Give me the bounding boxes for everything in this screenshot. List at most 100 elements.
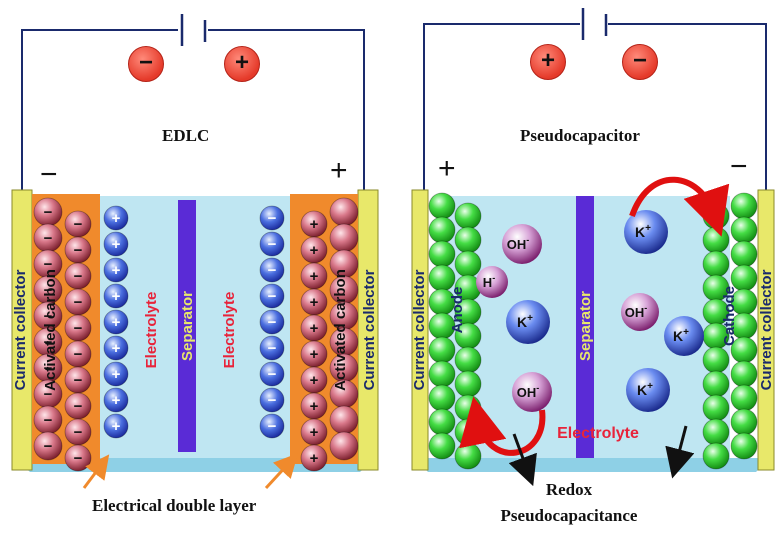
svg-text:−: − <box>44 204 53 221</box>
edlc-separator <box>178 200 196 452</box>
negative-ion: − <box>259 361 285 387</box>
anode-sphere <box>428 408 456 436</box>
svg-text:−: − <box>74 372 83 389</box>
carbon-sphere: − <box>64 418 92 446</box>
negative-ion: − <box>259 387 285 413</box>
positive-ion: + <box>103 413 129 439</box>
carbon-sphere: + <box>300 210 328 238</box>
pseudo-ion-k-1: K+ <box>506 300 550 344</box>
anode-sphere <box>454 442 482 470</box>
pseudo-battery-positive-bubble: + <box>530 44 566 80</box>
negative-ion: − <box>259 309 285 335</box>
carbon-sphere: − <box>64 392 92 420</box>
svg-text:+: + <box>310 398 319 415</box>
svg-text:−: − <box>268 262 277 279</box>
carbon-sphere: + <box>300 366 328 394</box>
carbon-sphere: + <box>300 314 328 342</box>
svg-text:+: + <box>112 392 121 409</box>
edlc-label-current-collector-left: Current collector <box>12 269 29 390</box>
pseudo-ion-k-4: K+ <box>626 368 670 412</box>
pseudo-redox-arrow-top <box>629 176 730 237</box>
pseudo-ion-k-3: K+ <box>664 316 704 356</box>
anode-sphere <box>454 250 482 278</box>
cathode-sphere <box>702 226 730 254</box>
carbon-sphere: − <box>64 262 92 290</box>
carbon-sphere: + <box>300 262 328 290</box>
svg-text:−: − <box>74 450 83 467</box>
svg-text:+: + <box>112 210 121 227</box>
cathode-sphere <box>730 408 758 436</box>
svg-text:−: − <box>268 288 277 305</box>
carbon-sphere <box>329 223 359 253</box>
carbon-sphere: − <box>64 288 92 316</box>
svg-text:+: + <box>112 366 121 383</box>
pseudo-caption-line1: Redox <box>545 480 593 499</box>
svg-text:+: + <box>112 236 121 253</box>
edlc-carbon-spheres-left: −−−−−−−−−−−−−−−−−−−− <box>33 197 92 472</box>
svg-text:+: + <box>310 320 319 337</box>
edlc-double-layer-arrow-left <box>82 454 110 489</box>
pseudo-current-collector-left <box>411 189 429 471</box>
anode-sphere <box>428 240 456 268</box>
anode-sphere <box>428 360 456 388</box>
carbon-sphere: + <box>300 418 328 446</box>
carbon-sphere: + <box>300 340 328 368</box>
pseudo-ion-oh-2: OH- <box>512 372 552 412</box>
pseudo-wire <box>423 23 767 190</box>
cathode-sphere <box>702 394 730 422</box>
edlc-label-current-collector-right: Current collector <box>361 269 378 390</box>
pseudo-label-current-collector-left: Current collector <box>411 269 428 390</box>
pseudo-label-anode: Anode <box>449 287 466 334</box>
cathode-sphere <box>702 346 730 374</box>
positive-ion: + <box>103 309 129 335</box>
cathode-sphere <box>702 250 730 278</box>
edlc-carbon-spheres-right: ++++++++++ <box>300 197 359 472</box>
pseudo-redox-pointer-left <box>508 433 537 487</box>
carbon-sphere: − <box>64 444 92 472</box>
cathode-sphere <box>702 370 730 398</box>
carbon-sphere: − <box>33 405 63 435</box>
edlc-electrode-positive-sign: + <box>330 154 348 187</box>
positive-ion: + <box>103 257 129 283</box>
svg-text:K+: K+ <box>673 327 689 344</box>
edlc-positive-ions: +++++++++ <box>103 205 129 439</box>
edlc-label-electrolyte-right: Electrolyte <box>221 292 238 369</box>
pseudo-ion-oh-3: OH- <box>621 293 659 331</box>
edlc-caption: Electrical double layer <box>92 496 257 515</box>
anode-sphere <box>428 432 456 460</box>
edlc-negative-ions: −−−−−−−−− <box>259 205 285 439</box>
anode-sphere <box>454 346 482 374</box>
positive-ion: + <box>103 387 129 413</box>
carbon-sphere: + <box>300 444 328 472</box>
svg-text:−: − <box>44 438 53 455</box>
svg-text:−: − <box>268 418 277 435</box>
cathode-sphere <box>730 192 758 220</box>
svg-text:−: − <box>44 256 53 273</box>
svg-text:+: + <box>310 268 319 285</box>
negative-ion: − <box>259 205 285 231</box>
negative-ion: − <box>259 413 285 439</box>
carbon-sphere: − <box>64 236 92 264</box>
cathode-sphere <box>702 442 730 470</box>
svg-text:−: − <box>268 210 277 227</box>
cathode-sphere <box>730 384 758 412</box>
positive-ion: + <box>103 283 129 309</box>
anode-sphere <box>454 202 482 230</box>
svg-text:+: + <box>112 288 121 305</box>
svg-text:K+: K+ <box>635 223 651 240</box>
anode-sphere <box>428 216 456 244</box>
negative-ion: − <box>259 231 285 257</box>
edlc-label-activated-carbon-left: Activated carbon <box>42 269 59 391</box>
cathode-sphere <box>730 216 758 244</box>
anode-sphere <box>454 394 482 422</box>
edlc-panel: −−−−−−−−−−−−−−−−−−−− ++++++++++ ++++++++… <box>11 14 379 490</box>
edlc-double-layer-arrow-right <box>264 453 299 490</box>
svg-text:−: − <box>74 424 83 441</box>
anode-sphere <box>428 384 456 412</box>
carbon-sphere: − <box>33 431 63 461</box>
pseudo-ion-h: H- <box>476 266 508 298</box>
svg-text:K+: K+ <box>637 381 653 398</box>
edlc-battery-positive-bubble: + <box>224 46 260 82</box>
svg-text:−: − <box>44 360 53 377</box>
svg-text:OH-: OH- <box>625 303 648 320</box>
